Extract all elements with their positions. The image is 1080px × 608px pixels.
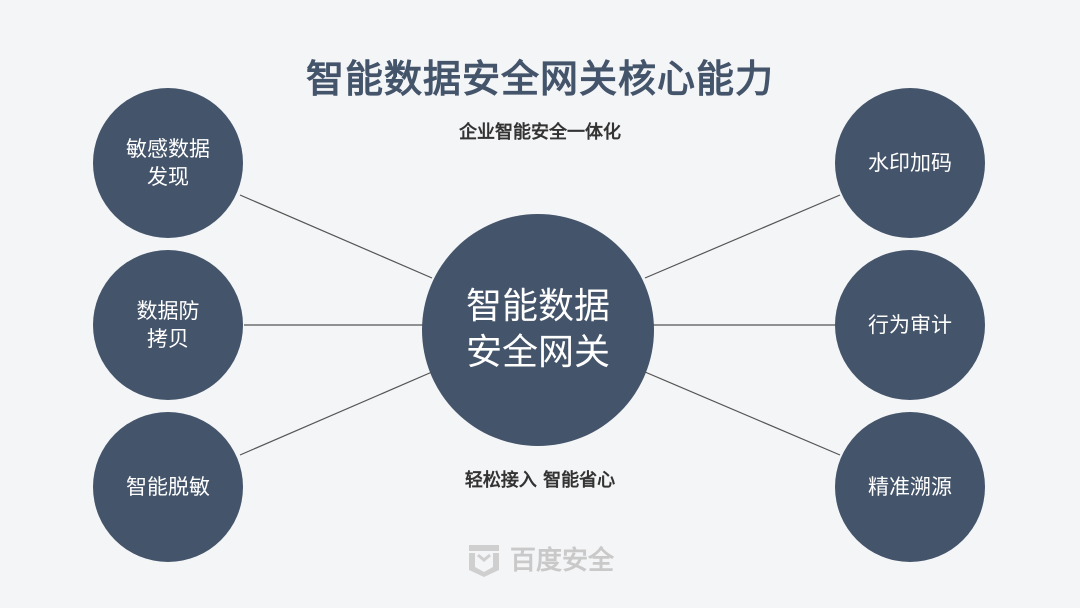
connector-line — [644, 194, 841, 279]
node-anti-copy: 数据防拷贝 — [93, 250, 243, 400]
node-smart-masking: 智能脱敏 — [93, 412, 243, 562]
subtitle-top: 企业智能安全一体化 — [459, 122, 621, 143]
shield-icon — [469, 544, 499, 577]
watermark-text: 百度安全 — [510, 546, 615, 576]
watermark-logo: 百度安全 — [466, 540, 614, 577]
node-behavior-audit: 行为审计 — [835, 250, 985, 400]
page-title: 智能数据安全网关核心能力 — [305, 57, 774, 101]
node-precise-tracing: 精准溯源 — [835, 412, 985, 562]
node-watermark: 水印加码 — [835, 88, 985, 238]
subtitle-bottom: 轻松接入 智能省心 — [464, 470, 616, 491]
center-node: 智能数据安全网关 — [422, 214, 654, 446]
connector-line — [239, 371, 433, 456]
connector-line — [644, 371, 841, 456]
node-sensitive-data-discovery: 敏感数据发现 — [93, 88, 243, 238]
connector-line — [239, 194, 433, 279]
